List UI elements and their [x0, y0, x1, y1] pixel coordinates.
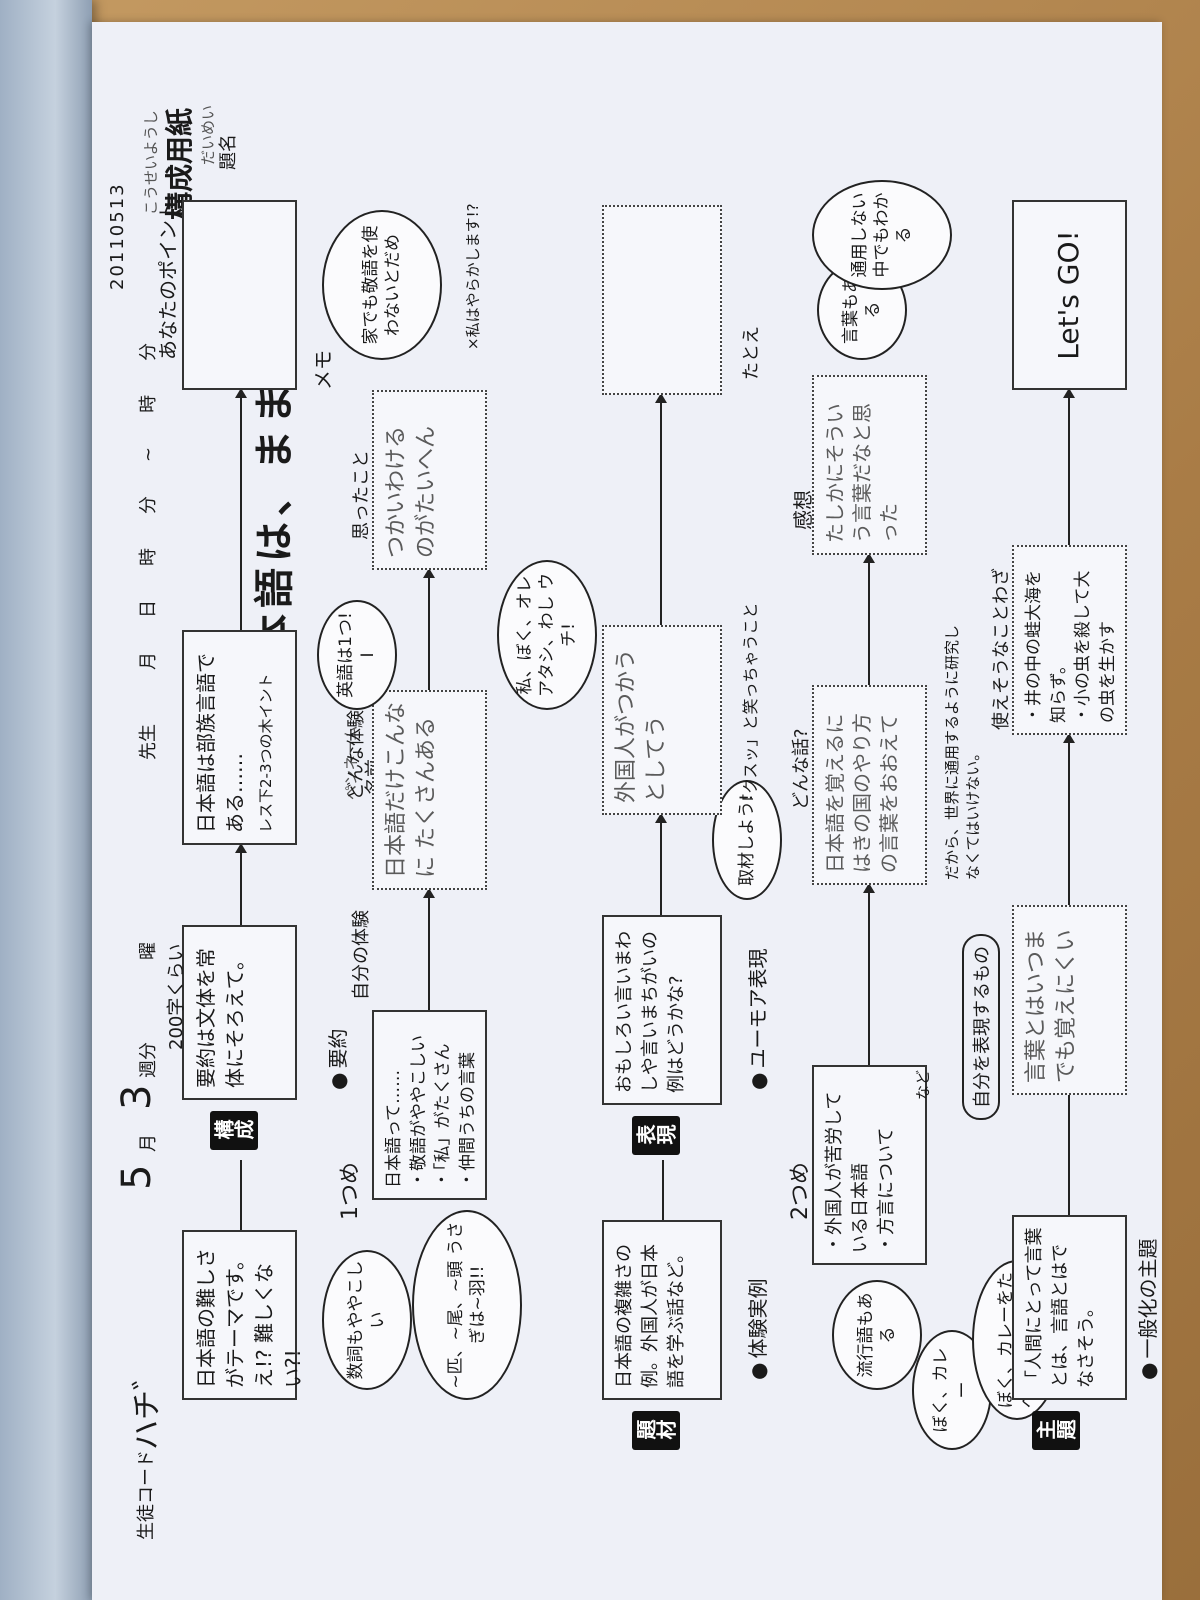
note-grandpa: ×私はやらかします!? — [464, 203, 482, 350]
your-point-label: あなたのポイント — [156, 200, 180, 360]
teacher-label: 先生 — [138, 724, 159, 760]
summary-bullet: 要約 — [322, 1029, 351, 1090]
experience-bullet: 体験実例 — [742, 1279, 771, 1380]
summary-box: 要約は文体を常体にそろえて。 — [182, 925, 297, 1100]
arrow — [240, 390, 242, 630]
express-label: 自分を表現するもの — [962, 934, 1000, 1120]
humor-bullet: ユーモア表現 — [742, 949, 771, 1090]
bubble-animals: ~匹、~尾、~頭 うさぎは~羽!! — [412, 1210, 522, 1400]
first-label: 1つめ — [338, 1162, 363, 1220]
your-point-box[interactable] — [182, 200, 297, 390]
bubble-dialect: 流行語もある — [832, 1280, 922, 1390]
worksheet-paper: 生徒コード ハチ゛ 5 月 3 週分 曜 先生 月日時分~時分 20110513… — [92, 22, 1162, 1600]
title-label: 題名 — [218, 134, 239, 170]
feelings-pencil-box: たしかにそういう言葉だなと思った — [812, 375, 927, 555]
thought-label: 思ったこと — [351, 450, 372, 540]
humor-box: おもしろい言いまわしや言いまちがいの例はどうかな? — [602, 915, 722, 1105]
what-story-label: どんな話? — [791, 728, 812, 810]
own-experience-label: 自分の体験 — [351, 910, 372, 1000]
student-code-label: 生徒コード — [136, 1450, 157, 1540]
lets-go-box: Let's GO! — [1012, 200, 1127, 390]
bubble-counters: 数詞もややこしい — [322, 1250, 412, 1390]
topic-box: 日本語の複雑さの例。外国人が日本語を学ぶ話など。 — [602, 1220, 722, 1400]
what-experience-label: どんな体験? — [346, 700, 367, 800]
arrow — [428, 570, 430, 690]
laugh-label: 「クスッ」と笑っちゃうこと — [741, 602, 760, 810]
arrow — [1068, 735, 1070, 905]
arrow — [660, 815, 662, 915]
connector-line — [240, 1160, 242, 1230]
arrow — [240, 845, 242, 925]
idiom-box: ・井の中の蛙大海を知らず。 ・小の虫を殺して大の虫を生かす — [1012, 545, 1127, 735]
points-subtext: レス下2-3つの木イント — [257, 673, 275, 833]
week-value: 3 — [114, 1084, 160, 1110]
bubble-keigo: 家でも敬語を使わないとだめ — [322, 210, 442, 360]
topic-tag: 題材 — [632, 1411, 680, 1450]
connector-line — [1068, 1095, 1070, 1215]
date-time-labels: 月日時分~時分 — [138, 308, 159, 670]
example-label: たとえ — [741, 326, 762, 380]
student-code-value: ハチ゛ — [130, 1360, 165, 1450]
connector-line — [662, 1160, 664, 1220]
binder-previous-page — [0, 0, 92, 1600]
theme-box: 日本語の難しさがテーマです。え!? 難しくない?! — [182, 1230, 305, 1400]
humor-pencil-box: 外国人がつかうとしてう — [602, 625, 722, 815]
date-stamp: 20110513 — [107, 182, 128, 290]
bubble-frog: 通用しない中でもわかる — [812, 180, 952, 290]
summary-tag: 主題 — [1032, 1411, 1080, 1450]
bubble-english: 英語は1つ! I — [317, 600, 397, 710]
thought-pencil-box: つかいわける のがたいへん — [372, 390, 487, 570]
memo-label: メモ — [311, 350, 335, 390]
experience-pencil-box: 日本語だけこんなに たくさんある — [372, 690, 487, 890]
words-pencil-box: 言葉とはいつまでも覚えにくい — [1012, 905, 1127, 1095]
general-theme-bullet: 一般化の主題 — [1132, 1239, 1161, 1380]
points-text: 日本語は部族言語である…… — [194, 653, 247, 833]
idiom-label: 使えそうなことわざ — [991, 568, 1012, 730]
composition-tag: 構成 — [210, 1111, 258, 1150]
month-label: 月 — [138, 1134, 159, 1152]
study-note: だから、世界に通用するように研究しなくてはいけない。 — [943, 624, 982, 880]
bubble-pronouns: 私、ぼく、オレ アタシ、わし ウチ! — [497, 560, 597, 710]
arrow — [428, 890, 430, 1010]
humor-tag: 表現 — [632, 1116, 680, 1155]
experience-box: 日本語って…… ・敬語がややこしい ・「私」がたくさん ・仲間うちの言葉 — [372, 1010, 487, 1200]
example-box[interactable] — [602, 205, 722, 395]
foreign-box: ・外国人が苦労している日本語 ・方言について — [812, 1065, 927, 1265]
summary-theme-box: 「人間にとって言葉とは、言語とはでなさそう。 — [1012, 1215, 1127, 1400]
foreign-etc: など — [914, 1069, 932, 1100]
month-value: 5 — [114, 1164, 160, 1190]
arrow — [868, 555, 870, 685]
arrow — [868, 885, 870, 1065]
story-pencil-box: 日本語を覚えるにはきの国のやり方の言葉をおおえて — [812, 685, 927, 885]
points-box: 日本語は部族言語である…… レス下2-3つの木イント — [182, 630, 297, 845]
second-label: 2つめ — [788, 1162, 813, 1220]
composition-outline-form: 生徒コード ハチ゛ 5 月 3 週分 曜 先生 月日時分~時分 20110513… — [92, 22, 1162, 1600]
word-count-label: 200字くらい — [166, 943, 187, 1050]
weekday-label: 曜 — [138, 942, 159, 960]
week-label: 週分 — [138, 1042, 159, 1078]
arrow — [660, 395, 662, 625]
arrow — [1068, 390, 1070, 545]
